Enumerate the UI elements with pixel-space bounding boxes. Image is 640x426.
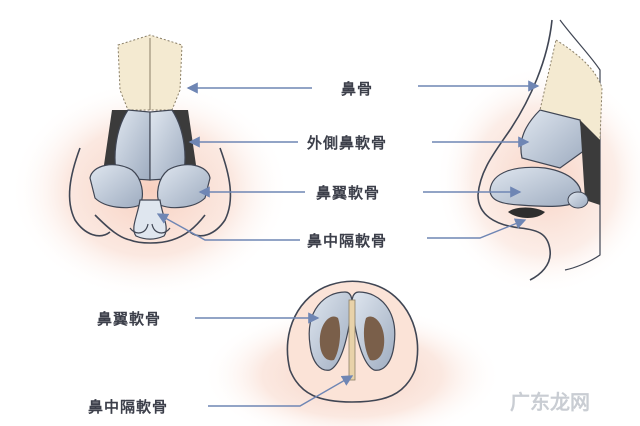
arrow-septal-front [156,213,300,241]
bottom-septal-cartilage [348,299,356,381]
front-alar-cartilage-right [157,164,211,209]
label-alar-cartilage: 鼻翼軟骨 [316,184,381,202]
watermark: 广东龙网 [510,390,590,414]
arrow-septal-side [427,218,527,239]
front-view-nose [68,34,232,244]
bottom-view-nose [286,280,419,403]
bottom-nostril-left [319,316,341,361]
bottom-nostril-right [363,316,385,361]
label-septal-cartilage: 鼻中隔軟骨 [307,232,388,250]
front-view-skin-glow [10,80,290,300]
label-nasal-bone: 鼻骨 [341,80,374,98]
arrow-septal-bottom [208,375,354,407]
label-alar-cartilage-bottom: 鼻翼軟骨 [97,310,162,328]
leader-arrows [156,80,540,407]
label-septal-cartilage-bottom: 鼻中隔軟骨 [88,398,169,416]
label-lateral-cartilage: 外側鼻軟骨 [307,134,388,152]
front-alar-cartilage-left [89,164,143,209]
